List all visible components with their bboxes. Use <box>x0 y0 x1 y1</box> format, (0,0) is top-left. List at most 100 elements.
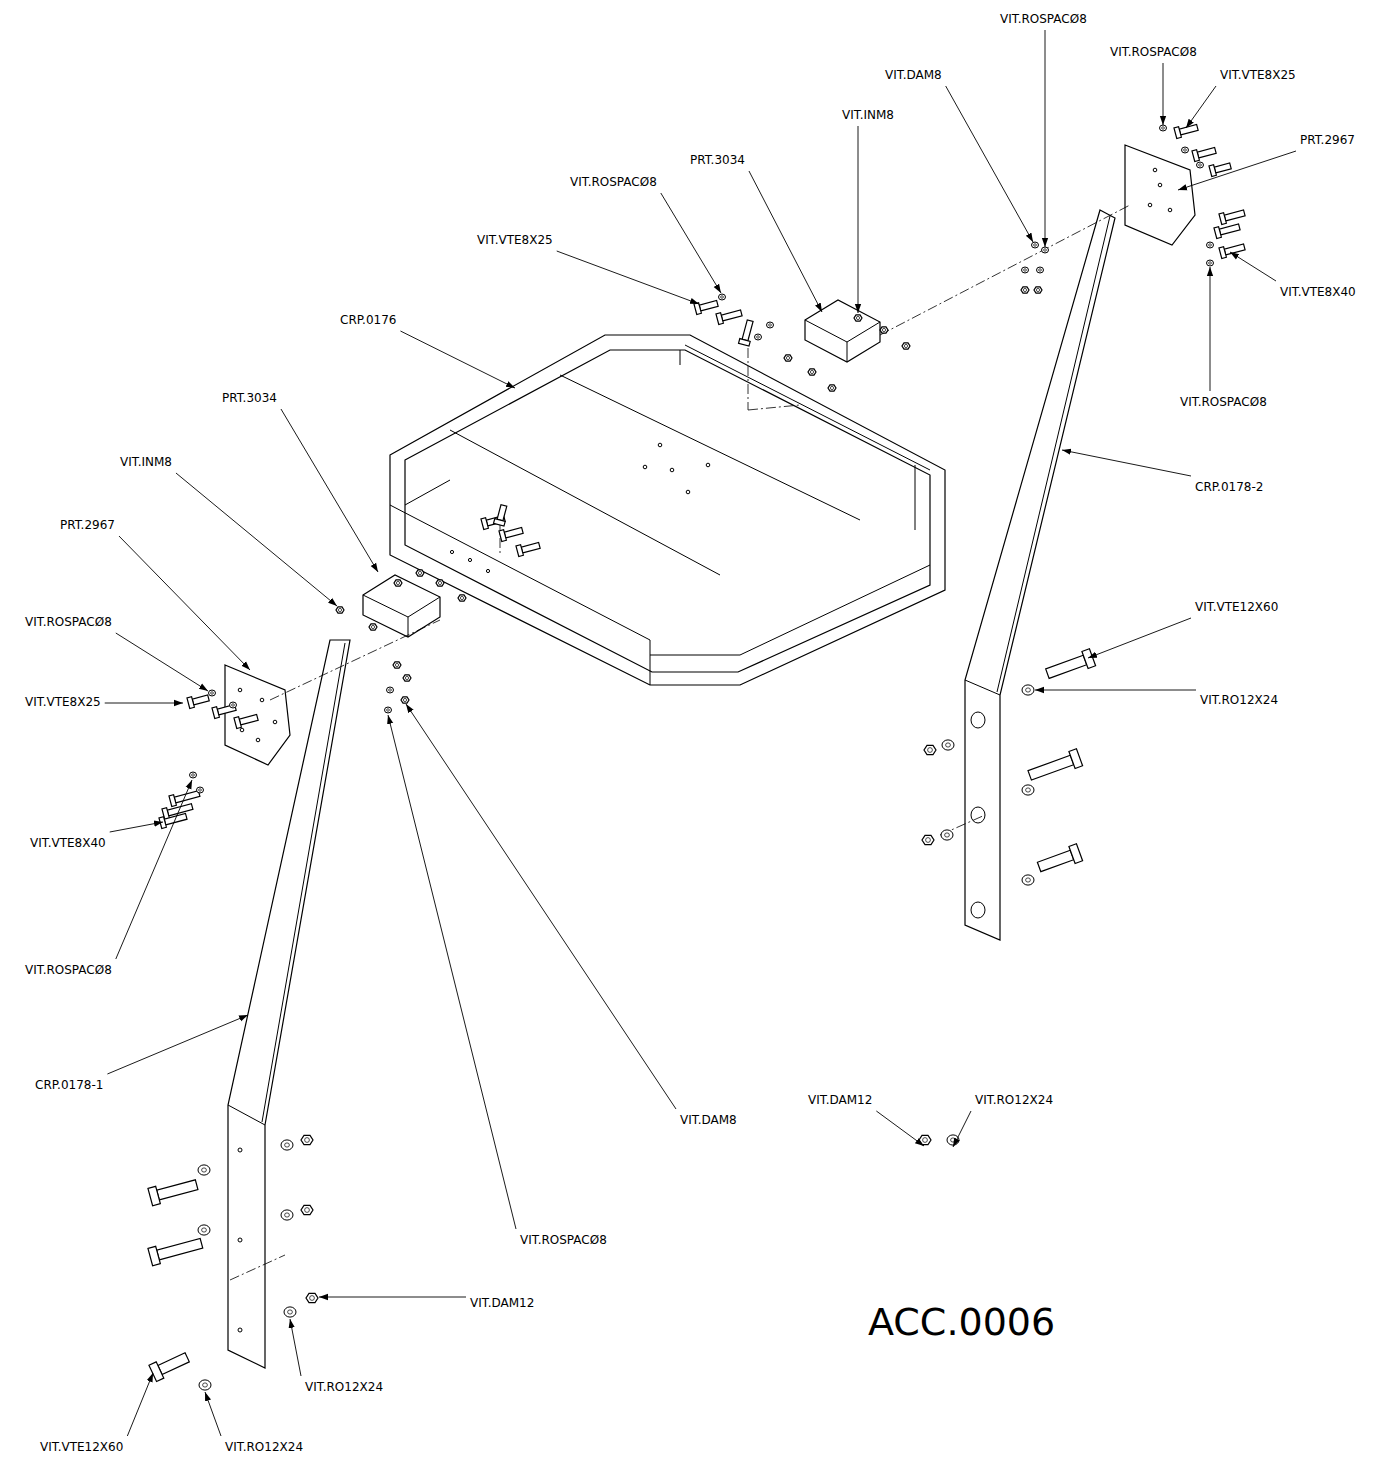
leader-line <box>116 633 208 691</box>
nut <box>1034 287 1042 293</box>
bolt-shank <box>721 310 742 321</box>
washer-hole <box>387 709 390 711</box>
bolt-head <box>499 530 506 542</box>
washer-hole <box>1044 249 1047 251</box>
tray-outline <box>390 335 945 685</box>
leader-line <box>406 704 676 1109</box>
nut-hole <box>856 316 859 319</box>
nut-hole <box>904 344 907 347</box>
part-label: VIT.RO12X24 <box>1200 693 1278 707</box>
washer <box>719 294 726 300</box>
nut <box>1021 287 1029 293</box>
tray-rim <box>685 345 930 470</box>
bolt-shank <box>504 527 523 537</box>
part-label: VIT.DAM12 <box>808 1093 872 1107</box>
leader-line <box>858 126 859 313</box>
leader-line <box>876 1111 924 1146</box>
bolt-shank <box>1028 755 1074 780</box>
edge-line <box>748 405 800 410</box>
bolt-head <box>1214 227 1221 239</box>
part-label: VIT.VTE8X25 <box>1220 68 1296 82</box>
washer-hole <box>199 789 202 791</box>
plate-hole <box>1148 203 1152 207</box>
leader-line <box>1045 30 1046 247</box>
washer-hole <box>211 692 214 694</box>
edge-line <box>880 205 1130 335</box>
washer-hole <box>1199 164 1202 166</box>
washer <box>1197 162 1204 168</box>
nut-hole <box>305 1208 310 1213</box>
tray-rim <box>650 640 651 685</box>
bolt-shank <box>1037 850 1073 871</box>
nut-hole <box>810 370 813 373</box>
tray-wall <box>405 480 450 505</box>
tray-hole <box>658 443 662 447</box>
nut <box>403 675 411 681</box>
washer <box>1022 875 1034 885</box>
bolt-shank <box>1224 210 1245 221</box>
part-label: VIT.ROSPACØ8 <box>1000 12 1087 26</box>
leader-line <box>290 1319 301 1376</box>
washer-hole <box>203 1383 208 1387</box>
washer <box>284 1307 296 1317</box>
bracket-edge <box>847 322 880 342</box>
washer <box>198 1225 210 1235</box>
washer <box>1022 685 1034 695</box>
nut <box>369 624 377 630</box>
leader-line <box>1088 618 1191 658</box>
nut <box>854 315 862 321</box>
washer <box>230 702 237 708</box>
bracket-right <box>805 300 880 362</box>
washer <box>198 1165 210 1175</box>
leg-hole <box>238 1328 242 1332</box>
washer-hole <box>1184 149 1187 151</box>
bolt-shank <box>157 1180 198 1200</box>
plate-hole <box>273 720 277 724</box>
bolt-shank <box>192 695 209 705</box>
bolt-shank <box>699 300 718 310</box>
leader-line <box>1186 86 1216 128</box>
part-label: PRT.2967 <box>1300 133 1355 147</box>
part-label: VIT.VTE8X40 <box>30 836 106 850</box>
bolt-head <box>1209 165 1216 177</box>
part-label: VIT.VTE12X60 <box>40 1440 123 1454</box>
bolt-head <box>694 303 701 315</box>
part-label: CRP.0178-1 <box>35 1078 103 1092</box>
leader-line <box>1163 63 1164 125</box>
plate-hole <box>1168 208 1172 212</box>
leader-line <box>388 715 516 1229</box>
bolt-head <box>1174 127 1181 139</box>
tray-hole <box>468 558 471 561</box>
nut <box>394 580 402 586</box>
bolt-shank <box>1197 147 1216 157</box>
nut-hole <box>396 581 399 584</box>
nut <box>902 343 910 349</box>
nut-hole <box>928 748 933 753</box>
leader-line <box>119 536 250 670</box>
tray-rim <box>680 350 681 365</box>
bolt-shank <box>521 542 540 552</box>
bolt-shank <box>1046 655 1087 678</box>
washer-hole <box>1039 269 1042 271</box>
edge-line <box>270 620 440 700</box>
leader-line <box>281 409 378 572</box>
leader-line <box>176 473 337 606</box>
tray-rim <box>915 465 916 530</box>
leader-line <box>749 171 822 312</box>
tray-hole <box>450 550 453 553</box>
washer <box>1207 260 1214 266</box>
washer-hole <box>1162 127 1165 129</box>
part-label: VIT.ROSPACØ8 <box>25 963 112 977</box>
washer-hole <box>202 1168 207 1172</box>
bolt-shank <box>1219 224 1240 235</box>
washer-hole <box>202 1228 207 1232</box>
washer <box>942 740 954 750</box>
bolt-head <box>739 339 751 346</box>
nut <box>301 1205 313 1214</box>
bracket-left <box>363 575 440 637</box>
part-label: CRP.0178-2 <box>1195 480 1263 494</box>
washer <box>1207 242 1214 248</box>
leader-line <box>1178 151 1296 190</box>
nut-hole <box>882 328 885 331</box>
